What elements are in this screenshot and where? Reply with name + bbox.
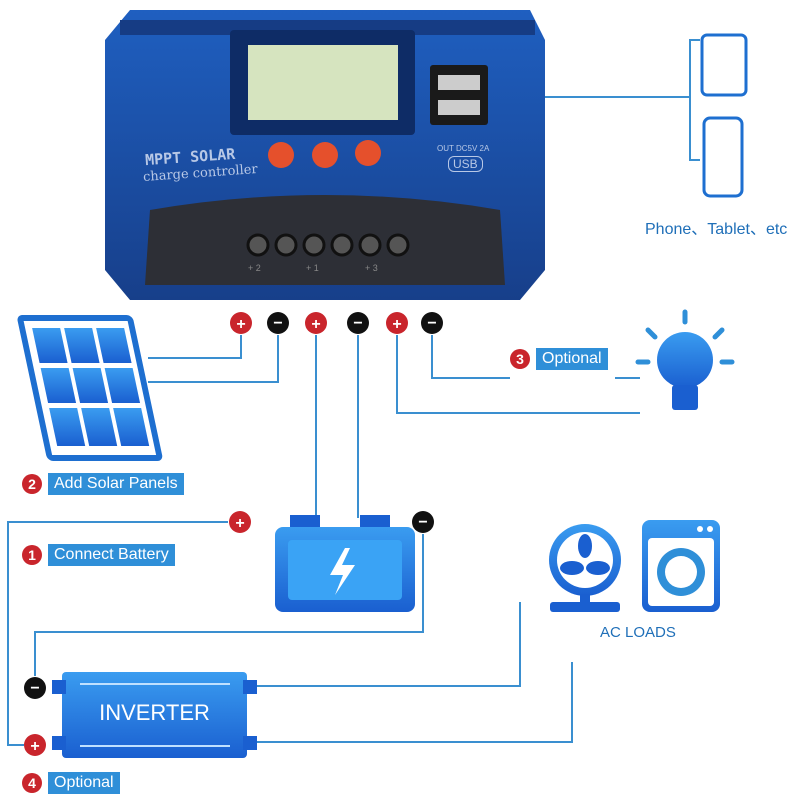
washing-machine-icon [642,520,720,612]
svg-text:−: − [418,514,427,531]
charge-controller [105,10,545,300]
fan-icon [549,524,621,612]
inverter-label: INVERTER [99,700,210,725]
solar-panel-icon [17,315,163,461]
step-2-label: 2 Add Solar Panels [22,472,184,496]
usb-spec: OUT DC5V 2A [437,144,490,153]
terminal-label-battery: + 1 [306,263,319,273]
light-bulb-icon [635,309,735,410]
step-text: Add Solar Panels [48,473,184,495]
step-text: Optional [48,772,120,794]
terminal-markers: + − + − + − + − − + [24,312,443,756]
step-number: 1 [22,545,42,565]
svg-text:−: − [353,315,362,332]
terminal-label-load: + 3 [365,263,378,273]
phone-icon [702,116,744,198]
usb-label: USB [448,156,483,172]
lcd-screen [248,45,398,120]
battery-icon [275,515,415,612]
step-text: Connect Battery [48,544,175,566]
button-1 [268,142,294,168]
svg-text:−: − [427,315,436,332]
wires [7,39,700,746]
terminal-panel [145,195,505,285]
step-4-label: 4 Optional [22,771,120,795]
svg-text:+: + [235,515,244,532]
step-text: Optional [536,348,608,370]
tablet-icon [700,33,748,97]
step-1-label: 1 Connect Battery [22,543,175,567]
step-3-label: 3 Optional [510,347,608,371]
svg-text:+: + [392,316,401,333]
svg-text:+: + [30,738,39,755]
ac-loads-label: AC LOADS [600,624,676,641]
devices-label: Phone、Tablet、etc [645,221,788,238]
step-number: 4 [22,773,42,793]
svg-text:−: − [30,680,39,697]
step-number: 3 [510,349,530,369]
svg-text:+: + [311,316,320,333]
inverter-body [52,672,257,758]
svg-text:−: − [273,315,282,332]
svg-text:+: + [236,316,245,333]
step-number: 2 [22,474,42,494]
button-2 [312,142,338,168]
usb-ports [430,65,488,125]
terminal-label-solar: + 2 [248,263,261,273]
button-3 [355,140,381,166]
